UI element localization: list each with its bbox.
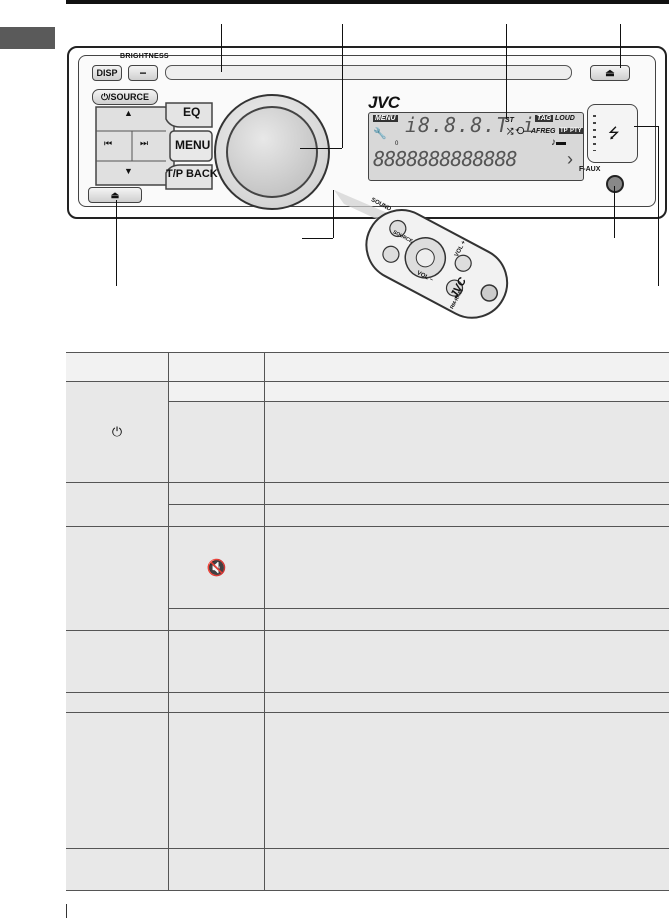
table-cell — [168, 608, 265, 631]
display-menu-indicator: MENU — [373, 115, 398, 122]
table-row — [66, 630, 669, 693]
display-tag-indicator: TAG — [535, 115, 554, 122]
table-header-cell — [168, 352, 265, 382]
control-cluster — [95, 102, 213, 190]
disp-button[interactable]: DISP — [92, 65, 122, 81]
table-cell — [168, 848, 265, 891]
section-tab — [0, 27, 55, 49]
usb-port-cover[interactable]: ⭍ — [587, 104, 638, 163]
table-row — [66, 504, 669, 527]
table-cell — [264, 692, 669, 713]
table-cell: ⏻ — [66, 381, 169, 483]
brightness-label: BRIGHTNESS — [120, 53, 169, 60]
display-loud-indicator: LOUD — [555, 115, 575, 122]
table-row — [66, 848, 669, 891]
table-row: ⏻ — [66, 381, 669, 483]
brand-logo: JVC — [368, 93, 400, 112]
music-folder-icon: ♪▬ — [551, 137, 566, 148]
table-cell — [264, 381, 669, 402]
previous-track-icon[interactable]: ⏮ — [104, 138, 113, 148]
table-cell — [66, 482, 169, 527]
callout-line-detach — [116, 200, 117, 286]
table-cell — [66, 848, 169, 891]
table-row — [66, 482, 669, 527]
display-top-segments: i8.8.8.T i — [405, 113, 536, 137]
display-tp-indicator: TP — [559, 128, 569, 134]
table-row: 🔇 — [66, 526, 669, 631]
callout-line-usb-h — [634, 126, 658, 127]
down-arrow-icon[interactable]: ▼ — [124, 166, 133, 176]
brightness-minus-button[interactable]: − — [128, 65, 158, 81]
display-afreg-indicator: AFREG — [531, 128, 556, 135]
table-cell — [66, 526, 169, 631]
table-cell: 🔇 — [168, 526, 265, 609]
source-button[interactable]: ⏻/SOURCE — [92, 89, 158, 105]
callout-line-slot — [221, 24, 222, 72]
table-cell — [168, 504, 265, 527]
table-cell — [264, 848, 669, 891]
callout-line-usb — [658, 126, 659, 286]
tp-back-button[interactable]: T/P BACK — [166, 168, 218, 180]
source-label: ⏻/SOURCE — [100, 91, 150, 102]
table-header-row — [66, 352, 669, 382]
table-cell — [66, 692, 169, 713]
display-bottom-segments: 8888888888888 — [373, 147, 518, 171]
settings-wrench-icon: 🔧 — [373, 128, 387, 140]
next-track-icon[interactable]: ⏭ — [140, 138, 149, 148]
top-rule — [66, 0, 669, 4]
table-cell — [264, 526, 669, 609]
aux-input-jack[interactable] — [606, 175, 624, 193]
power-icon: ⏻ — [111, 424, 123, 439]
callout-line-eject — [620, 24, 621, 68]
table-row — [66, 401, 669, 483]
lcd-display: MENU i8.8.8.T i ST TAG LOUD ⤮ ⟲ AFREG TP… — [368, 112, 584, 181]
callout-line-sensor-h — [302, 238, 333, 239]
table-cell — [264, 504, 669, 527]
usb-icon: ⭍ — [608, 125, 620, 141]
callout-line-display — [506, 24, 507, 118]
button-function-table: ⏻ 🔇 — [66, 352, 669, 891]
eq-button[interactable]: EQ — [183, 105, 201, 119]
callout-line-dial — [342, 24, 343, 148]
up-arrow-icon[interactable]: ▲ — [124, 108, 133, 118]
table-cell — [168, 482, 265, 505]
display-zero-indicator: 0 — [395, 141, 399, 147]
menu-button[interactable]: MENU — [175, 138, 211, 152]
table-cell — [264, 608, 669, 631]
usb-cover-dots — [593, 115, 596, 151]
table-cell — [264, 401, 669, 483]
table-cell — [168, 381, 265, 402]
table-cell — [168, 712, 265, 849]
callout-line-sensor — [333, 190, 334, 238]
page-footer-mark — [66, 904, 67, 918]
display-arrow-icon: › — [567, 149, 573, 169]
table-cell — [66, 630, 169, 693]
table-header-cell — [264, 352, 669, 382]
table-row — [66, 712, 669, 849]
table-cell — [264, 630, 669, 693]
table-header-cell — [66, 352, 169, 382]
shuffle-icon: ⤮ ⟲ — [507, 127, 525, 136]
control-dial[interactable] — [226, 106, 318, 198]
disc-slot — [165, 65, 572, 80]
table-cell — [264, 482, 669, 505]
table-row — [66, 608, 669, 631]
table-cell — [66, 712, 169, 849]
remote-illustration — [334, 190, 509, 319]
callout-line-dial-h — [300, 148, 342, 149]
eject-button[interactable]: ⏏ — [590, 65, 630, 81]
table-cell — [264, 712, 669, 849]
callout-line-aux — [614, 186, 615, 238]
display-st-indicator: ST — [505, 117, 514, 124]
table-cell — [168, 630, 265, 693]
f-aux-label: F-AUX — [579, 166, 601, 173]
table-row — [66, 692, 669, 713]
display-pty-indicator: PTY — [569, 128, 583, 134]
table-cell — [168, 692, 265, 713]
detach-button[interactable]: ⏏ — [88, 187, 142, 203]
table-cell — [168, 401, 265, 483]
mute-icon: 🔇 — [206, 559, 227, 577]
